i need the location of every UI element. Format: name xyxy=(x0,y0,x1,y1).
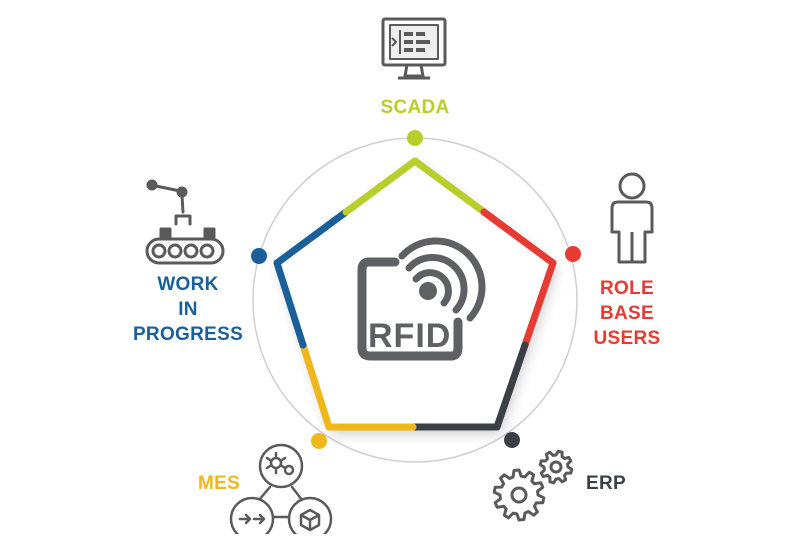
pentagon-edge-segment xyxy=(521,259,557,349)
node-dot-role xyxy=(565,246,581,262)
pentagon-edge-segment xyxy=(342,157,419,216)
node-dot-mes xyxy=(311,433,327,449)
robot-arm-conveyor-icon xyxy=(145,179,225,265)
pentagon-edge-segment xyxy=(493,341,529,431)
rfid-tag-icon xyxy=(357,237,486,361)
node-dot-scada xyxy=(407,130,423,146)
rfid-center-label: RFID xyxy=(368,317,452,355)
node-label-erp: ERP xyxy=(586,473,626,494)
node-label-work-in-progress: WORK IN PROGRESS xyxy=(132,274,244,345)
user-icon xyxy=(610,172,654,264)
pentagon-edge-segment xyxy=(299,341,333,431)
pentagon-edge-segment xyxy=(480,208,557,267)
pentagon-edge-segment xyxy=(411,157,488,216)
node-label-mes: MES xyxy=(198,473,241,494)
workflow-icon xyxy=(229,443,333,539)
gears-icon xyxy=(492,449,574,522)
pentagon-edges xyxy=(273,157,557,431)
node-dot-wip xyxy=(251,248,267,264)
pentagon-edge-segment xyxy=(273,208,350,267)
monitor-icon xyxy=(381,17,447,80)
node-label-role-base-users: ROLE BASE USERS xyxy=(593,278,661,349)
node-label-scada: SCADA xyxy=(380,97,450,118)
pentagon-shape xyxy=(277,161,553,427)
node-dot-erp xyxy=(504,432,520,448)
pentagon-edge-segment xyxy=(273,259,307,349)
